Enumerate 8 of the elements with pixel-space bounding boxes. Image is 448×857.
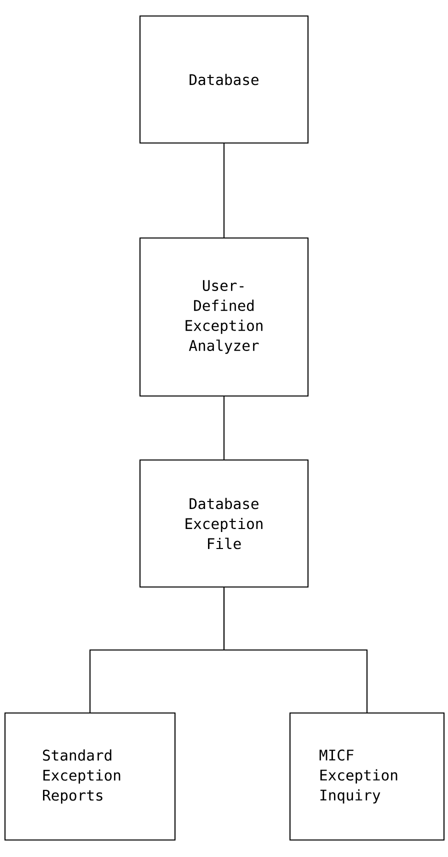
process-box: MICF Exception Inquiry <box>289 712 445 841</box>
process-box: Database Exception File <box>139 459 309 588</box>
connector-line <box>223 588 368 712</box>
process-box: User-Defined Exception Analyzer <box>139 237 309 397</box>
connector-line <box>223 396 225 460</box>
process-box: Standard Exception Reports <box>4 712 176 841</box>
connector-line <box>223 144 225 238</box>
process-box: Database <box>139 15 309 144</box>
